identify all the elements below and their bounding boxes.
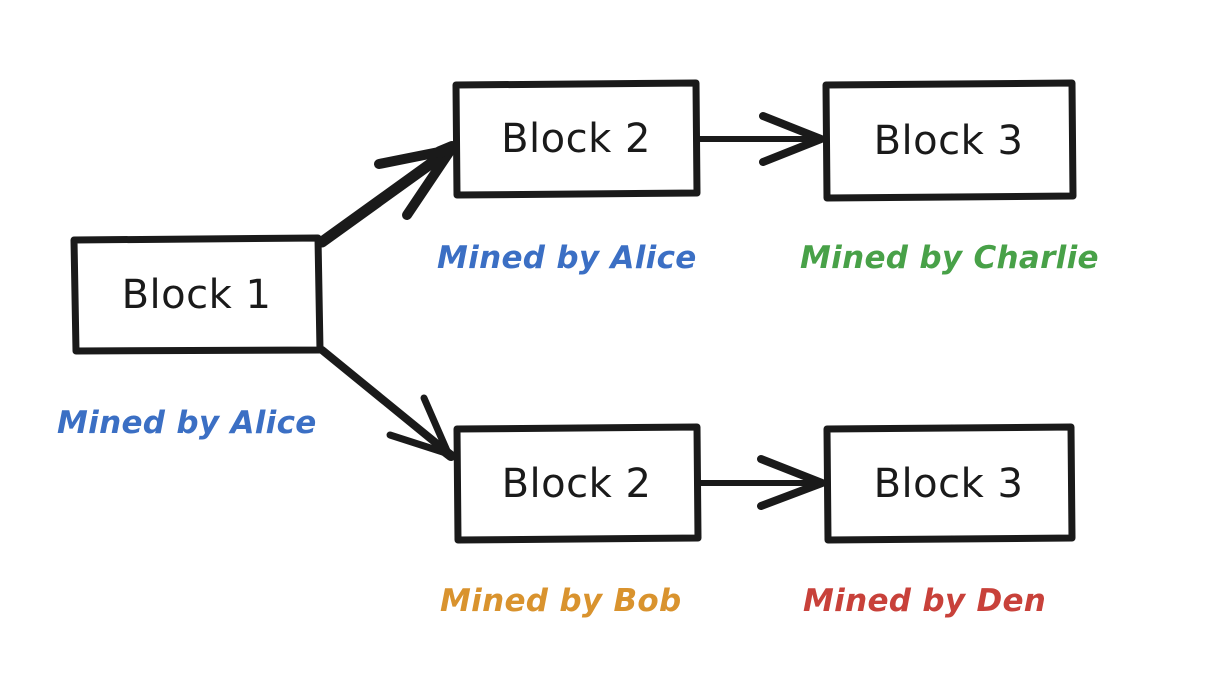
miner-caption-block-3-top: Mined by Charlie: [800, 240, 1099, 276]
block-2-top-shape[interactable]: [452, 79, 701, 199]
miner-caption-block-1: Mined by Alice: [57, 405, 317, 441]
block-2-bot-shape[interactable]: [453, 423, 702, 544]
block-3-bot-shape[interactable]: [823, 423, 1076, 544]
miner-caption-block-2-top: Mined by Alice: [437, 240, 697, 276]
edge-arrow-block1-to-block2-bot: [318, 346, 456, 461]
block-1-shape[interactable]: [70, 234, 324, 355]
edge-arrow-block2-to-block3-top: [697, 112, 825, 166]
edge-arrow-block2-to-block3-bot: [698, 455, 826, 510]
edge-arrow-block1-to-block2-top: [316, 141, 458, 248]
miner-caption-block-3-bot: Mined by Den: [803, 583, 1047, 619]
miner-caption-block-2-bot: Mined by Bob: [440, 583, 682, 619]
block-3-top-shape[interactable]: [822, 79, 1077, 202]
